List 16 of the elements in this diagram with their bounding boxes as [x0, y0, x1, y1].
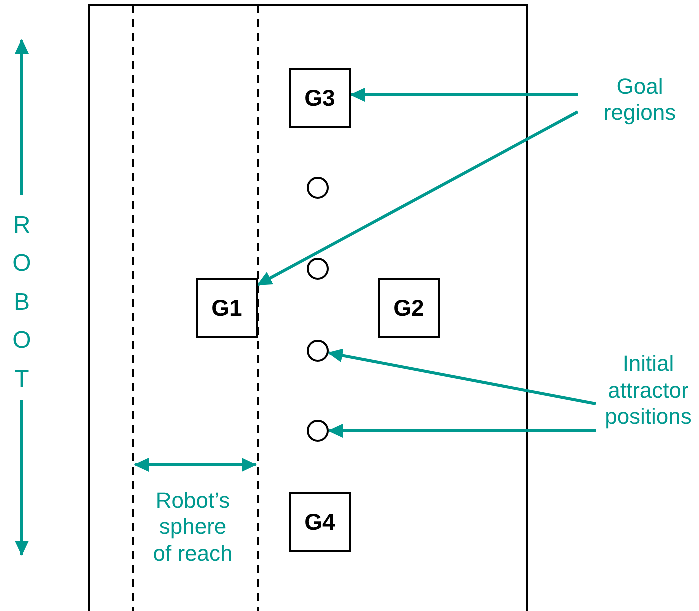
goal-region-box: G4	[289, 492, 351, 552]
goal-region-box: G3	[289, 68, 351, 128]
attractor-circle	[307, 420, 329, 442]
goal-region-box: G2	[378, 278, 440, 338]
vertical-label: ROBOT	[12, 211, 32, 395]
arrow	[328, 424, 596, 438]
arrow	[328, 348, 596, 406]
arrow	[350, 88, 578, 102]
attractor-circle	[307, 177, 329, 199]
goal-region-box: G1	[196, 278, 258, 338]
callout-text: Initial attractor positions	[598, 348, 699, 434]
attractor-circle	[307, 258, 329, 280]
attractor-circle	[307, 340, 329, 362]
callout-text: Goal regions	[580, 72, 699, 128]
arrow	[257, 110, 579, 286]
caption-text: Robot’s sphere of reach	[152, 488, 234, 568]
